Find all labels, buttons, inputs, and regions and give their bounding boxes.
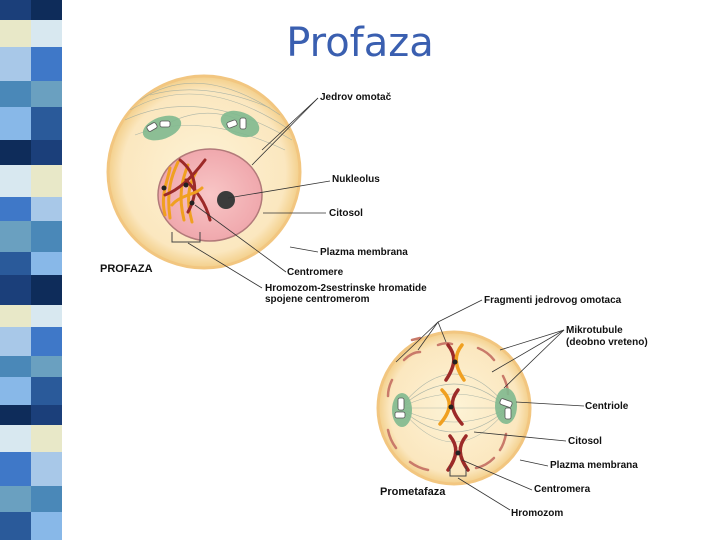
stripe-block — [0, 452, 31, 486]
stripe-block — [31, 252, 62, 275]
stripe-block — [31, 81, 62, 107]
stripe-block — [31, 0, 62, 20]
stripe-block — [31, 425, 62, 452]
label-microtubules-line1: Mikrotubule — [566, 325, 623, 336]
stripe-block — [0, 81, 31, 107]
stripe-block — [0, 425, 31, 452]
stripe-block — [0, 197, 31, 221]
label-centrioles: Centriole — [585, 401, 629, 412]
label-nucleolus: Nukleolus — [332, 174, 380, 185]
stripe-block — [0, 305, 31, 327]
label-chromosome-line1: Hromozom-2sestrinske hromatide — [265, 283, 427, 294]
stripe-block — [0, 275, 31, 305]
stripe-block — [0, 0, 31, 20]
stripe-block — [0, 47, 31, 81]
prometaphase-cell — [376, 330, 532, 486]
label-centromere-prometaphase: Centromera — [534, 484, 591, 495]
label-cytosol-prophase: Citosol — [329, 208, 363, 219]
stripe-block — [0, 252, 31, 275]
label-plasma-membrane-prophase: Plazma membrana — [320, 247, 408, 258]
stripe-block — [31, 165, 62, 197]
prophase-cell — [106, 74, 302, 270]
stripe-block — [0, 165, 31, 197]
prophase-nucleolus — [217, 191, 235, 209]
stripe-block — [0, 356, 31, 377]
page-title: Profaza — [286, 20, 434, 66]
stripe-block — [31, 405, 62, 425]
stripe-block — [31, 197, 62, 221]
label-chromosome-line2: spojene centromerom — [265, 294, 370, 305]
label-nuclear-envelope: Jedrov omotač — [320, 92, 392, 103]
label-envelope-fragments: Fragmenti jedrovog omotaca — [484, 295, 622, 306]
stripe-block — [31, 512, 62, 540]
label-chromosome-prometaphase: Hromozom — [511, 508, 563, 519]
stripe-block — [31, 452, 62, 486]
stripe-block — [31, 356, 62, 377]
stripe-block — [0, 140, 31, 165]
caption-prometaphase: Prometafaza — [380, 486, 446, 498]
label-centromere-prophase: Centromere — [287, 267, 344, 278]
stripe-block — [31, 140, 62, 165]
stripe-block — [31, 47, 62, 81]
stripe-block — [31, 221, 62, 252]
stripe-block — [0, 327, 31, 356]
stripe-block — [0, 512, 31, 540]
stripe-block — [0, 20, 31, 47]
stripe-block — [31, 327, 62, 356]
stripe-block — [31, 20, 62, 47]
stripe-block — [0, 486, 31, 512]
stripe-block — [31, 275, 62, 305]
stripe-block — [0, 405, 31, 425]
label-microtubules-line2: (deobno vreteno) — [566, 337, 648, 348]
stripe-block — [31, 107, 62, 140]
stripe-block — [31, 486, 62, 512]
stripe-block — [31, 305, 62, 327]
stripe-block — [0, 377, 31, 405]
stripe-block — [31, 377, 62, 405]
decorative-stripe — [0, 0, 72, 540]
caption-prophase: PROFAZA — [100, 263, 153, 275]
stripe-block — [0, 221, 31, 252]
centrosome-left — [142, 115, 182, 141]
label-plasma-membrane-prometaphase: Plazma membrana — [550, 460, 638, 471]
stripe-block — [0, 107, 31, 140]
label-cytosol-prometaphase: Citosol — [568, 436, 602, 447]
